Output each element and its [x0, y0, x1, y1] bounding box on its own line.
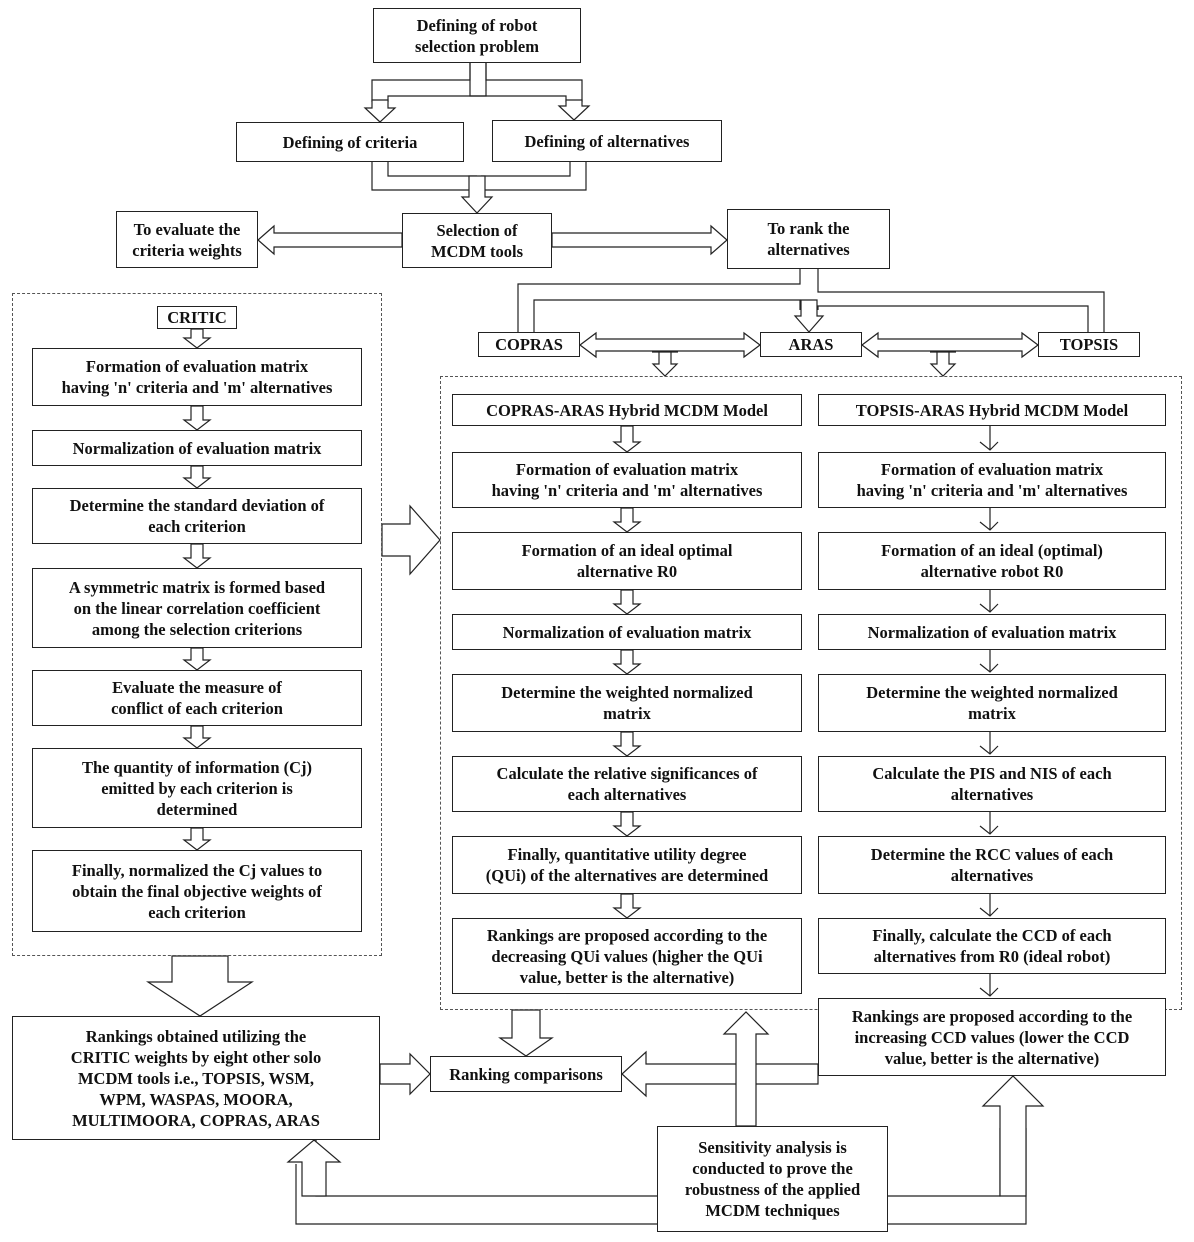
- sensitivity-left-path-outer: [295, 1164, 657, 1225]
- merge-line-left-inner: [387, 162, 477, 177]
- critic-label: CRITIC: [157, 306, 237, 329]
- copras-aras-step-1: Formation of evaluation matrix having 'n…: [452, 452, 802, 508]
- critic-step-3: Determine the standard deviation of each…: [32, 488, 362, 544]
- arrow-into-copras-aras-model: [651, 351, 679, 377]
- topsis-aras-step-7: Finally, calculate the CCD of each alter…: [818, 918, 1166, 974]
- arrow-hybrid-to-comparisons: [498, 1009, 554, 1057]
- copras-aras-step-4: Determine the weighted normalized matrix: [452, 674, 802, 732]
- arrow-solo-to-comparisons: [379, 1052, 431, 1096]
- merge-line-left-outer: [371, 162, 477, 191]
- copras-aras-step-2: Formation of an ideal optimal alternativ…: [452, 532, 802, 590]
- topsis-aras-step-head-2: [979, 521, 999, 531]
- problem-definition-box: Defining of robot selection problem: [373, 8, 581, 63]
- arrow-sensitivity-to-topsis-ranking: [981, 1075, 1045, 1197]
- critic-step-2: Normalization of evaluation matrix: [32, 430, 362, 466]
- topsis-aras-title: TOPSIS-ARAS Hybrid MCDM Model: [818, 394, 1166, 426]
- copras-aras-step-arrow-1: [612, 425, 642, 453]
- criteria-definition-box: Defining of criteria: [236, 122, 464, 162]
- arrow-into-topsis-aras-model: [929, 351, 957, 377]
- topsis-method-box: TOPSIS: [1038, 332, 1140, 357]
- copras-aras-step-5: Calculate the relative significances of …: [452, 756, 802, 812]
- split-to-copras-inner: [533, 299, 801, 332]
- topsis-aras-step-head-4: [979, 663, 999, 673]
- critic-step-arrow-3: [182, 465, 212, 489]
- copras-aras-step-arrow-2: [612, 507, 642, 533]
- split-to-copras-outer: [517, 269, 801, 332]
- copras-aras-step-arrow-6: [612, 811, 642, 837]
- split-line-inner-right: [469, 63, 567, 102]
- copras-aras-step-arrow-3: [612, 589, 642, 615]
- critic-step-arrow-4: [182, 543, 212, 569]
- copras-aras-step-arrow-7: [612, 893, 642, 919]
- critic-step-5: Evaluate the measure of conflict of each…: [32, 670, 362, 726]
- topsis-aras-step-head-1: [979, 441, 999, 451]
- arrow-sensitivity-up-center: [722, 1011, 770, 1127]
- aras-method-box: ARAS: [760, 332, 862, 357]
- arrow-to-rank-alternatives: [551, 224, 728, 256]
- copras-aras-step-3: Normalization of evaluation matrix: [452, 614, 802, 650]
- arrow-to-evaluate-weights: [257, 224, 403, 256]
- copras-aras-step-arrow-4: [612, 649, 642, 675]
- split-line-outer-right: [485, 63, 583, 102]
- critic-group-outline: [12, 293, 382, 956]
- topsis-aras-step-8: Rankings are proposed according to the i…: [818, 998, 1166, 1076]
- sensitivity-right-path-inner: [888, 1128, 1001, 1197]
- critic-step-6: The quantity of information (Cj) emitted…: [32, 748, 362, 828]
- selection-mcdm-box: Selection of MCDM tools: [402, 213, 552, 268]
- topsis-aras-step-3: Normalization of evaluation matrix: [818, 614, 1166, 650]
- critic-step-arrow-2: [182, 405, 212, 431]
- ranking-comparisons-box: Ranking comparisons: [430, 1056, 622, 1092]
- critic-step-1: Formation of evaluation matrix having 'n…: [32, 348, 362, 406]
- copras-aras-title: COPRAS-ARAS Hybrid MCDM Model: [452, 394, 802, 426]
- split-to-topsis-outer: [817, 269, 1105, 332]
- topsis-aras-step-4: Determine the weighted normalized matrix: [818, 674, 1166, 732]
- split-to-topsis-inner: [817, 305, 1089, 332]
- critic-step-arrow-5: [182, 647, 212, 671]
- critic-step-arrow-7: [182, 827, 212, 851]
- sensitivity-left-path-inner: [315, 1140, 657, 1197]
- topsis-aras-step-head-3: [979, 603, 999, 613]
- merge-line-right-inner: [481, 162, 571, 177]
- copras-aras-step-6: Finally, quantitative utility degree (QU…: [452, 836, 802, 894]
- copras-aras-step-arrow-5: [612, 731, 642, 757]
- arrow-to-criteria: [363, 99, 397, 123]
- topsis-aras-step-1: Formation of evaluation matrix having 'n…: [818, 452, 1166, 508]
- critic-step-arrow-1: [182, 328, 212, 349]
- arrow-critic-to-solo-rankings: [145, 955, 255, 1017]
- critic-step-arrow-6: [182, 725, 212, 749]
- copras-method-box: COPRAS: [478, 332, 580, 357]
- arrow-to-aras: [793, 299, 825, 333]
- topsis-aras-step-5: Calculate the PIS and NIS of each altern…: [818, 756, 1166, 812]
- topsis-aras-step-head-8: [979, 987, 999, 997]
- evaluate-weights-box: To evaluate the criteria weights: [116, 211, 258, 268]
- topsis-aras-step-2: Formation of an ideal (optimal) alternat…: [818, 532, 1166, 590]
- topsis-aras-step-head-7: [979, 907, 999, 917]
- arrow-topsis-to-comparisons: [621, 1050, 819, 1098]
- topsis-aras-step-head-6: [979, 825, 999, 835]
- topsis-aras-step-6: Determine the RCC values of each alterna…: [818, 836, 1166, 894]
- sensitivity-analysis-box: Sensitivity analysis is conducted to pro…: [657, 1126, 888, 1232]
- arrow-sensitivity-to-solo: [286, 1139, 342, 1197]
- alternatives-definition-box: Defining of alternatives: [492, 120, 722, 162]
- merge-line-right-outer: [481, 162, 587, 191]
- critic-step-7: Finally, normalized the Cj values to obt…: [32, 850, 362, 932]
- solo-mcdm-rankings-box: Rankings obtained utilizing the CRITIC w…: [12, 1016, 380, 1140]
- rank-alternatives-box: To rank the alternatives: [727, 209, 890, 269]
- hybrid-models-group-outline: [440, 376, 1182, 1010]
- double-arrow-aras-topsis: [861, 331, 1039, 359]
- arrow-to-selection: [460, 175, 494, 214]
- arrow-to-alternatives: [557, 99, 591, 121]
- arrow-critic-to-hybrid: [381, 504, 441, 576]
- critic-step-4: A symmetric matrix is formed based on th…: [32, 568, 362, 648]
- topsis-aras-step-head-5: [979, 745, 999, 755]
- copras-aras-step-7: Rankings are proposed according to the d…: [452, 918, 802, 994]
